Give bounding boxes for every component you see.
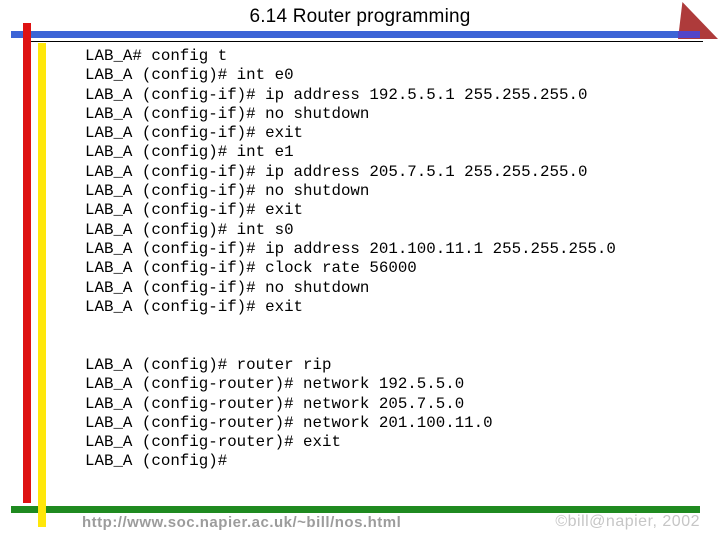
code-line: LAB_A (config-router)# network 205.7.5.0 xyxy=(85,394,465,413)
blue-divider-bar xyxy=(11,31,700,38)
code-line: LAB_A (config)# xyxy=(85,452,228,471)
code-line: LAB_A (config)# int e1 xyxy=(85,143,294,162)
code-line: LAB_A (config-router)# network 192.5.5.0 xyxy=(85,375,465,394)
code-line: LAB_A (config-if)# exit xyxy=(85,201,304,220)
code-line: LAB_A (config-if)# no shutdown xyxy=(85,278,370,297)
green-footer-bar xyxy=(11,506,700,513)
code-line: LAB_A (config-router)# network 201.100.1… xyxy=(85,413,493,432)
code-line: LAB_A (config)# int e0 xyxy=(85,66,294,85)
code-line: LAB_A (config-if)# exit xyxy=(85,124,304,143)
code-line: LAB_A# config t xyxy=(85,47,228,65)
slide-title: 6.14 Router programming xyxy=(249,6,471,27)
cli-transcript-interfaces: LAB_A# config t LAB_A (config)# int e0 L… xyxy=(85,47,616,317)
code-line: LAB_A (config-router)# exit xyxy=(85,433,341,452)
blue-bar-triangle-overlap xyxy=(678,31,700,38)
code-line: LAB_A (config-if)# ip address 205.7.5.1 … xyxy=(85,162,588,181)
yellow-vertical-bar xyxy=(38,43,46,527)
code-line: LAB_A (config-if)# ip address 201.100.11… xyxy=(85,239,616,258)
code-line: LAB_A (config-if)# no shutdown xyxy=(85,104,370,123)
footer-copyright: ©bill@napier, 2002 xyxy=(555,513,700,530)
code-line: LAB_A (config-if)# exit xyxy=(85,297,304,316)
thin-black-rule xyxy=(30,41,703,42)
code-line: LAB_A (config)# int s0 xyxy=(85,220,294,239)
red-vertical-bar xyxy=(23,23,31,503)
code-line: LAB_A (config-if)# no shutdown xyxy=(85,182,370,201)
cli-transcript-rip: LAB_A (config)# router rip LAB_A (config… xyxy=(85,356,493,472)
footer-url: http://www.soc.napier.ac.uk/~bill/nos.ht… xyxy=(82,514,402,531)
code-line: LAB_A (config-if)# clock rate 56000 xyxy=(85,259,417,278)
code-line: LAB_A (config)# router rip xyxy=(85,356,332,374)
code-line: LAB_A (config-if)# ip address 192.5.5.1 … xyxy=(85,85,588,104)
